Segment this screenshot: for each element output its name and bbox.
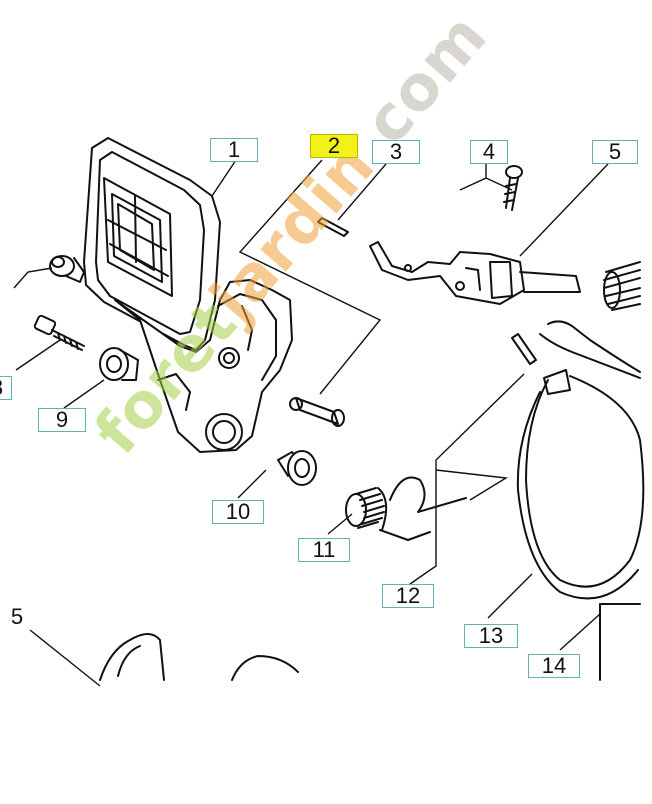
screw-part-8 (33, 314, 85, 351)
part-label-2[interactable]: 2 (310, 134, 358, 158)
bush-part (49, 255, 85, 283)
part-label-9[interactable]: 9 (38, 408, 86, 432)
brake-band-part-13 (516, 320, 645, 600)
leader-lines (13, 159, 609, 687)
part-label-13[interactable]: 13 (464, 624, 518, 648)
hand-guard-part (83, 137, 221, 351)
pin-part-3 (317, 217, 349, 237)
part-label-3[interactable]: 3 (372, 140, 420, 164)
part-label-text: 13 (478, 623, 504, 648)
part-label-5[interactable]: 5 (592, 140, 638, 164)
bottom-cropped-parts (99, 633, 299, 681)
part-label-text: 3 (389, 139, 403, 164)
part-label-4[interactable]: 4 (470, 140, 508, 164)
pin-part-2 (289, 397, 345, 427)
part-label-text: 14 (541, 653, 567, 678)
part-label-text: 12 (395, 583, 421, 608)
part-label-text: 5 (10, 604, 24, 629)
part-label-14[interactable]: 14 (528, 654, 580, 678)
pin-part-12 (511, 333, 537, 365)
part-label-12[interactable]: 12 (382, 584, 434, 608)
part-label-text: 8 (0, 375, 3, 400)
part-label-text: 2 (327, 133, 341, 158)
part-label-text: 9 (55, 407, 69, 432)
part-label-11[interactable]: 11 (298, 538, 350, 562)
latch-part-5 (369, 241, 581, 305)
brake-lever-body (114, 279, 293, 453)
cover-part-14 (599, 603, 641, 681)
part-label-bottom-5[interactable]: 5 (2, 606, 32, 630)
part-label-text: 1 (227, 137, 241, 162)
part-label-10[interactable]: 10 (212, 500, 264, 524)
spring-part-11 (345, 476, 467, 541)
spring-part-right (603, 261, 641, 311)
bushing-part-10 (277, 450, 317, 486)
bushing-part-9 (99, 347, 139, 381)
part-label-1[interactable]: 1 (210, 138, 258, 162)
part-label-8[interactable]: 8 (0, 376, 12, 400)
part-label-text: 10 (225, 499, 251, 524)
part-label-text: 5 (608, 139, 622, 164)
screw-part-4 (503, 165, 523, 211)
part-label-text: 4 (482, 139, 496, 164)
part-label-text: 11 (312, 537, 336, 562)
